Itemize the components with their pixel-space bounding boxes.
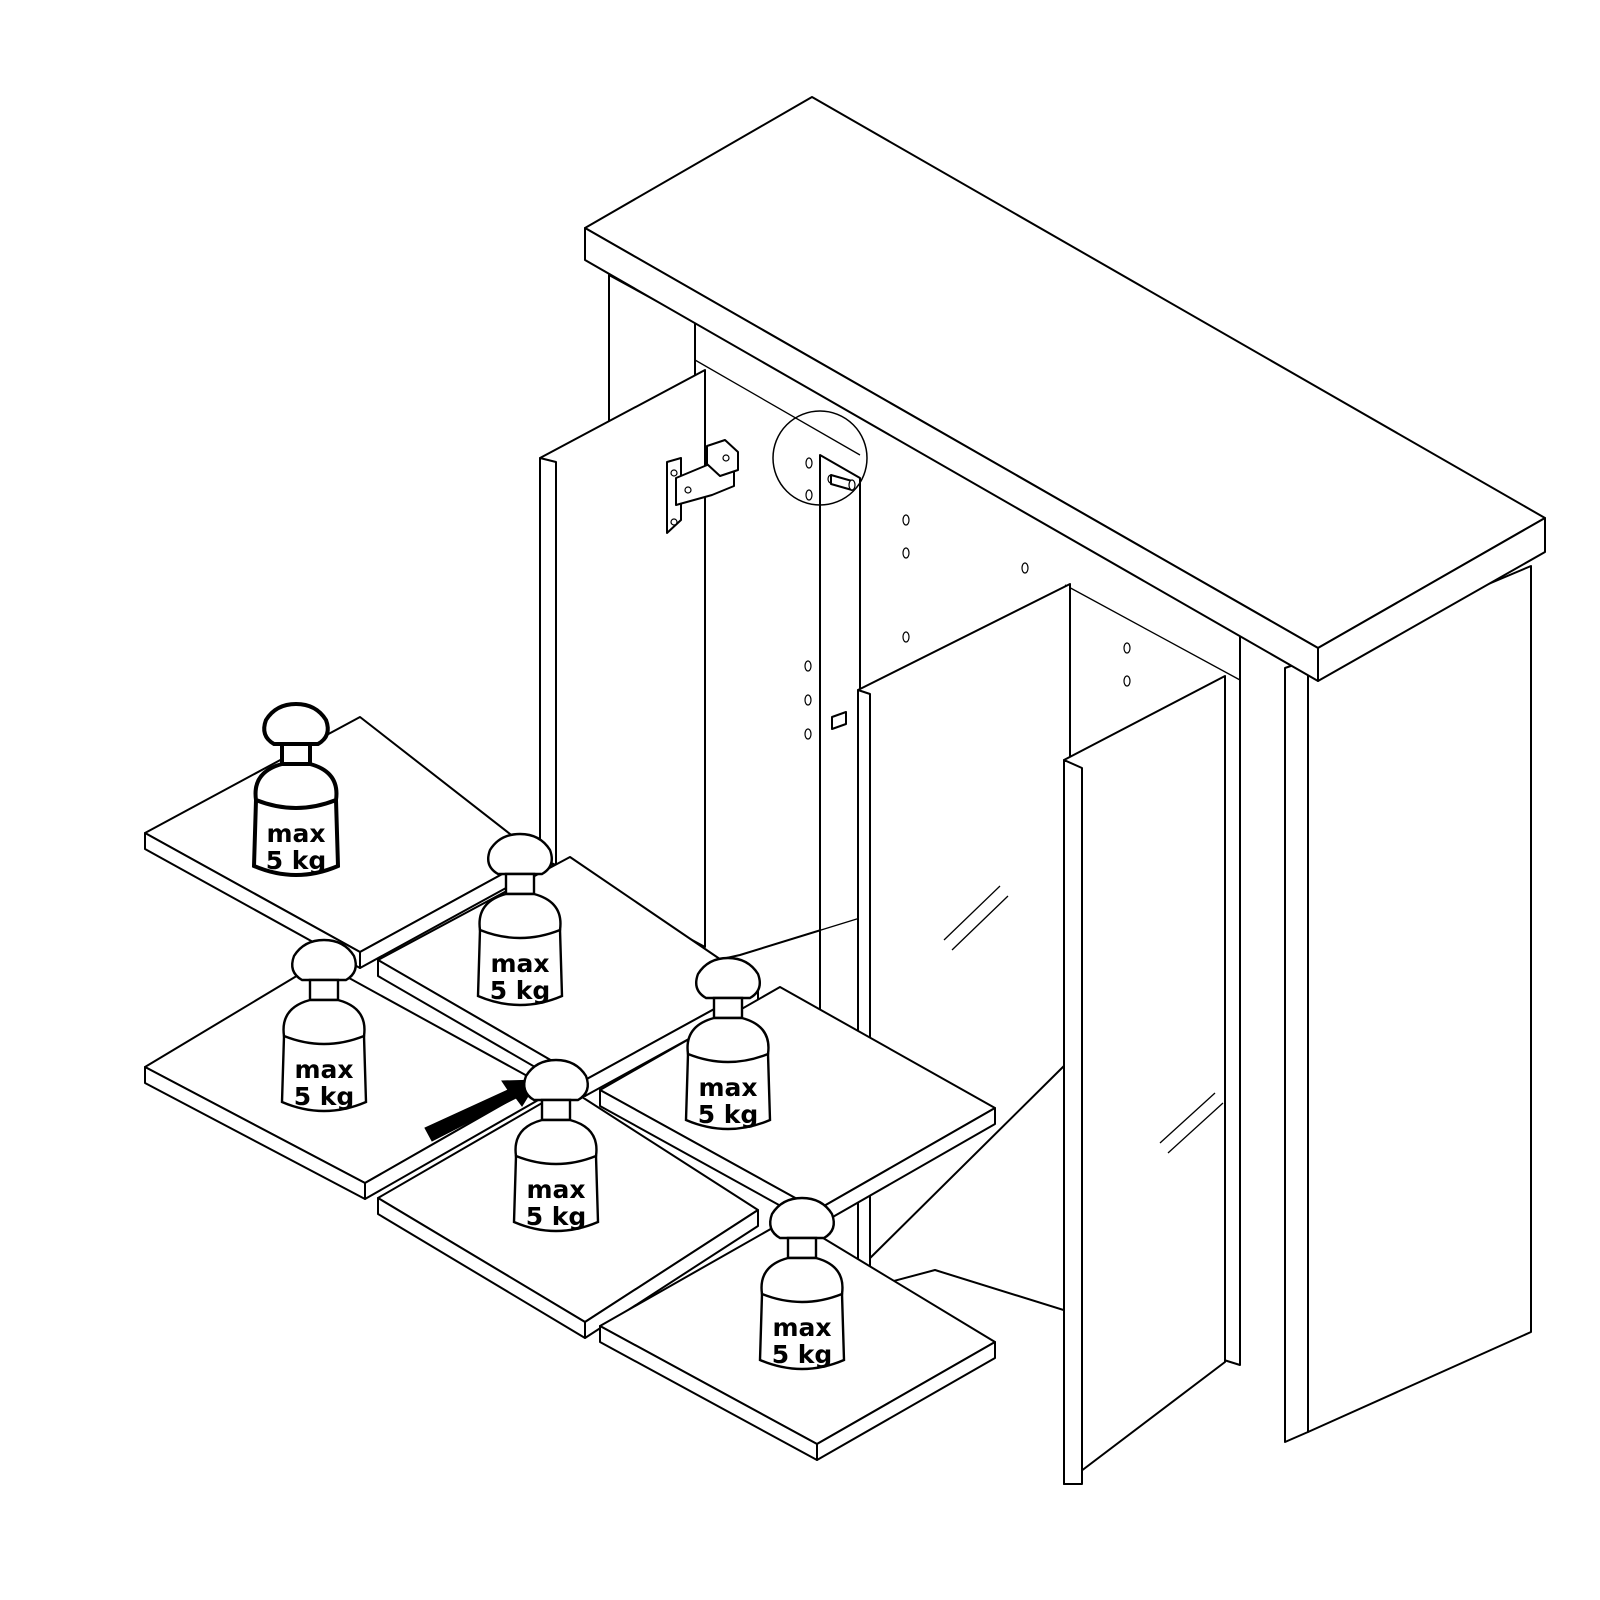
cabinet [539,96,1546,1485]
weight-label-kg: 5 kg [294,1082,355,1111]
weight-icon: max 5 kg [476,832,564,1007]
weight-icon: max 5 kg [758,1196,846,1371]
weight-label-kg: 5 kg [490,976,551,1005]
weight-label-max: max [772,1313,831,1342]
weight-icon: max 5 kg [684,956,772,1131]
weight-label-max: max [490,949,549,978]
weight-icon: max 5 kg [280,938,368,1113]
weight-label-max: max [294,1055,353,1084]
cabinet-top-board [584,96,1546,682]
weight-label-max: max [526,1175,585,1204]
weight-label-kg: 5 kg [698,1100,759,1129]
weight-label-kg: 5 kg [772,1340,833,1369]
shelf-pin-icon [831,711,847,730]
right-door-glass [1063,675,1226,1485]
weight-icon: max 5 kg [251,701,341,877]
weight-label-kg: 5 kg [266,846,327,875]
left-door-open [539,369,739,948]
hinge-icon [666,439,739,534]
shelf-1 [144,716,538,969]
shelf-support-holes [804,514,1131,740]
weight-label-max: max [698,1073,757,1102]
weight-label-kg: 5 kg [526,1202,587,1231]
weight-icon: max 5 kg [512,1058,600,1233]
cabinet-right-side-panel [1284,565,1532,1443]
weight-label-max: max [266,819,325,848]
detail-circle-icon [772,410,868,506]
